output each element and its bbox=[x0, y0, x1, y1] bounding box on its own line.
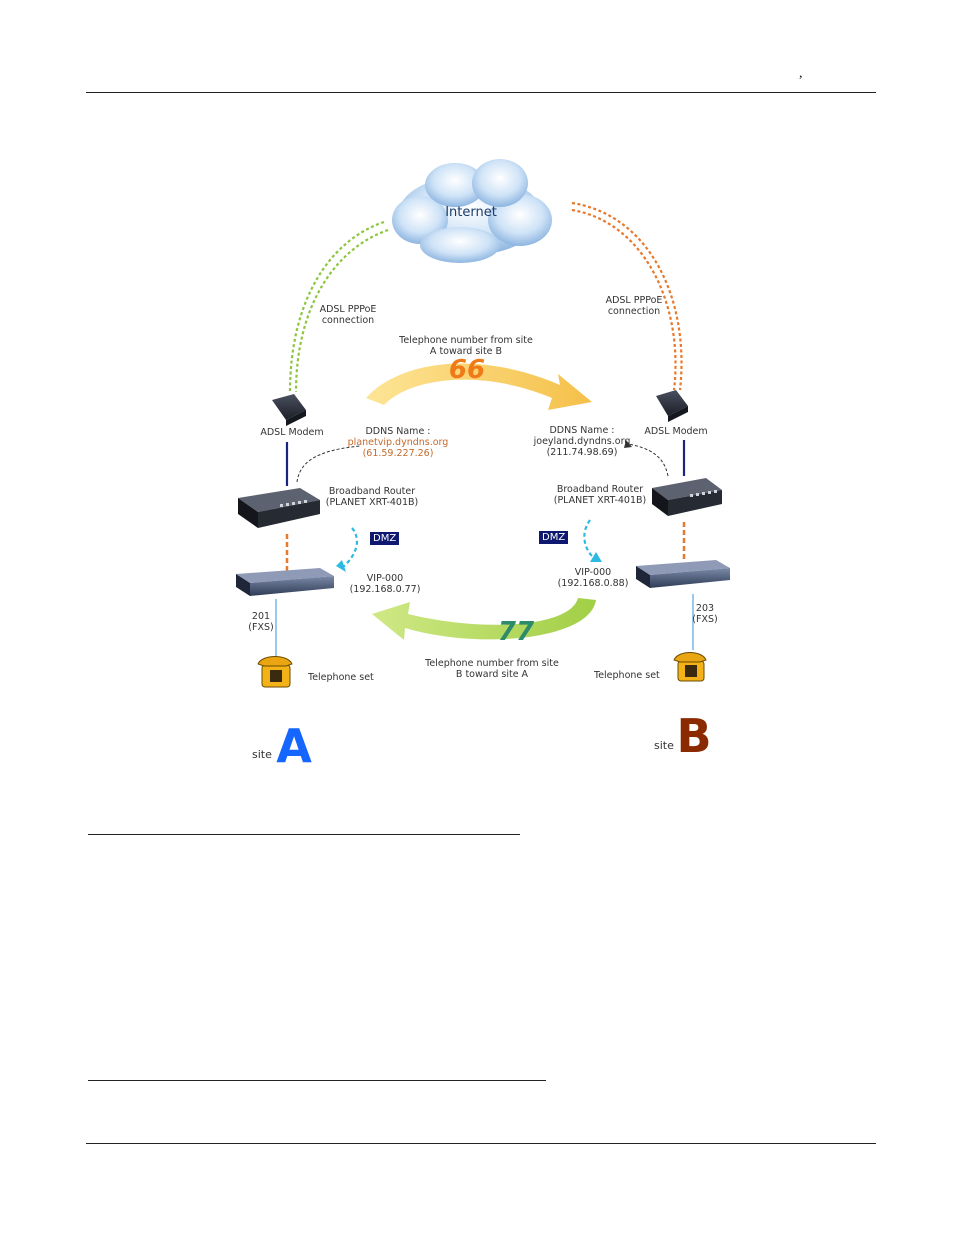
broadband-router-b-icon bbox=[652, 478, 722, 516]
dmz-badge-a: DMZ bbox=[370, 532, 400, 545]
telephone-b-icon bbox=[673, 652, 707, 682]
broadband-router-a-icon bbox=[238, 488, 320, 528]
site-b-letter: B bbox=[676, 709, 711, 763]
arrow-a-to-b bbox=[366, 363, 592, 410]
site-a-letter: A bbox=[276, 719, 312, 773]
arrow-b-to-a bbox=[372, 598, 596, 640]
dmz-badge-b: DMZ bbox=[539, 531, 569, 544]
footer-rule bbox=[86, 1143, 876, 1144]
arrow-top-number: 66 bbox=[449, 355, 485, 385]
cloud-label: Internet bbox=[445, 205, 497, 220]
header-mark: , bbox=[799, 66, 803, 81]
vip-000-b-icon bbox=[636, 560, 730, 588]
site-a-devices: A bbox=[236, 394, 361, 773]
header-rule bbox=[86, 92, 876, 93]
router-label-a: Broadband Router(PLANET XRT-401B) bbox=[325, 486, 419, 508]
underline-rule-1 bbox=[88, 834, 520, 835]
underline-rule-2 bbox=[88, 1080, 546, 1081]
adsl-modem-b-icon bbox=[656, 390, 688, 422]
adsl-link-b bbox=[571, 201, 683, 391]
port-label-a: 201(FXS) bbox=[248, 611, 274, 633]
telephone-a-icon bbox=[257, 656, 293, 688]
adsl-modem-a-icon bbox=[272, 394, 306, 426]
modem-label-a: ADSL Modem bbox=[260, 427, 324, 438]
phone-label-a: Telephone set bbox=[308, 672, 374, 683]
router-label-b: Broadband Router(PLANET XRT-401B) bbox=[553, 484, 647, 506]
modem-label-b: ADSL Modem bbox=[644, 426, 708, 437]
ddns-b: DDNS Name : joeyland.dyndns.org (211.74.… bbox=[533, 425, 631, 458]
ddns-a: DDNS Name : planetvip.dyndns.org (61.59.… bbox=[347, 426, 449, 459]
site-b-word: site bbox=[654, 739, 674, 752]
vip-000-a-icon bbox=[236, 568, 334, 596]
adsl-link-a bbox=[288, 220, 389, 393]
network-diagram: Internet 66 77 bbox=[236, 159, 730, 773]
vip-label-a: VIP-000(192.168.0.77) bbox=[349, 573, 421, 595]
site-b-devices: B bbox=[583, 390, 730, 763]
phone-label-b: Telephone set bbox=[594, 670, 660, 681]
vip-label-b: VIP-000(192.168.0.88) bbox=[557, 567, 629, 589]
site-a-word: site bbox=[252, 748, 272, 761]
arrow-bottom-number: 77 bbox=[498, 617, 535, 647]
internet-cloud: Internet bbox=[392, 159, 552, 263]
port-label-b: 203(FXS) bbox=[692, 603, 718, 625]
